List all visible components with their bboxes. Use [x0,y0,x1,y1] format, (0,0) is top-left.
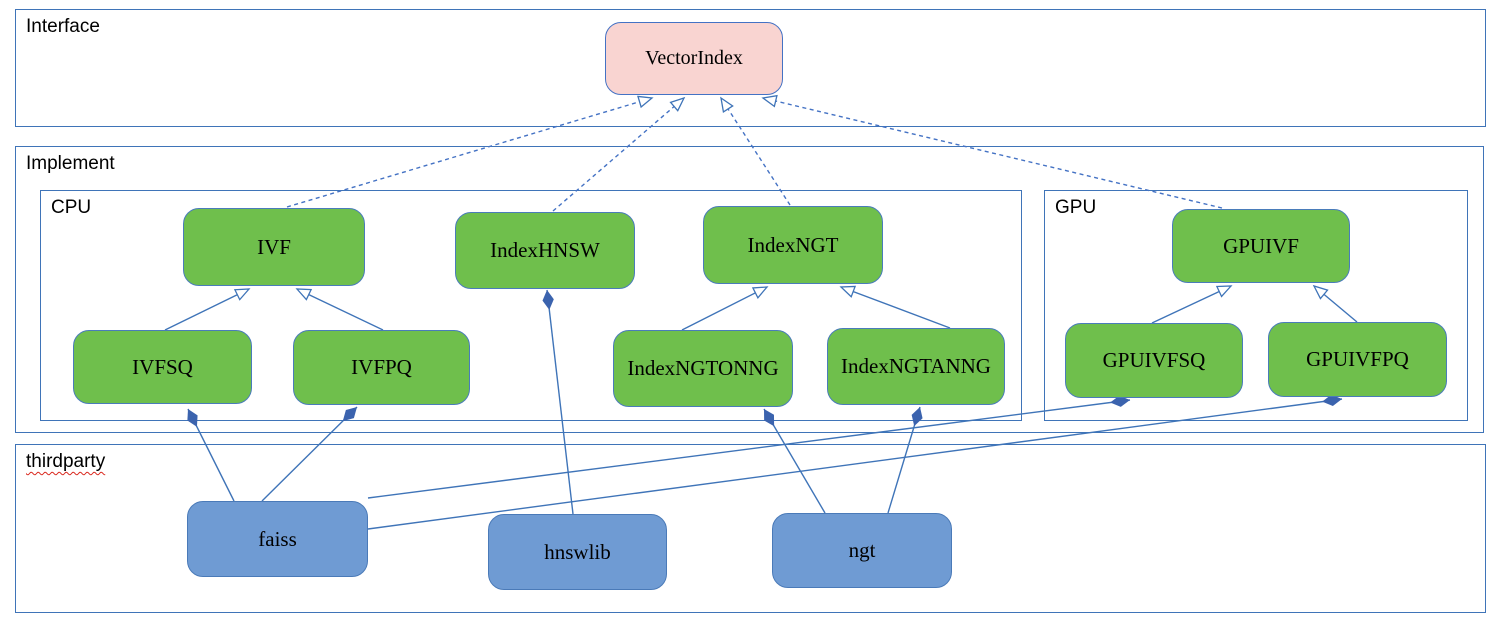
node-vectorindex[interactable]: VectorIndex [605,22,783,95]
node-indexhnsw[interactable]: IndexHNSW [455,212,635,289]
edge-realization-indexngt-vectorindex [720,96,791,206]
edge-generalization-gpuivfsq-gpuivf [1151,285,1233,324]
node-hnswlib[interactable]: hnswlib [488,514,667,590]
container-thirdparty: thirdparty [15,444,1486,613]
edge-composition-ngt-indexngtanng [887,406,923,514]
node-indexngt-label: IndexNGT [747,232,839,257]
container-implement-label: Implement [26,153,115,174]
node-ngt[interactable]: ngt [772,513,952,588]
edge-realization-indexhnsw-vectorindex [552,96,686,212]
node-gpuivfpq-label: GPUIVFPQ [1306,347,1409,371]
node-gpuivfsq-label: GPUIVFSQ [1102,348,1206,372]
container-thirdparty-label: thirdparty [26,451,106,472]
node-gpuivfpq[interactable]: GPUIVFPQ [1268,322,1447,397]
container-interface: Interface [15,9,1486,127]
container-cpu-label: CPU [51,197,92,218]
edge-generalization-ivfpq-ivf [295,288,384,331]
edge-generalization-indexngtanng-indexngt [839,285,951,329]
edge-composition-ngt-indexngtonng [763,408,826,514]
node-gpuivfsq[interactable]: GPUIVFSQ [1065,323,1243,398]
node-faiss[interactable]: faiss [187,501,368,577]
container-interface-label: Interface [26,16,100,37]
node-ivfsq-label: IVFSQ [132,354,193,379]
node-indexngt[interactable]: IndexNGT [703,206,883,284]
node-vectorindex-label: VectorIndex [645,47,743,69]
container-gpu: GPU [1044,190,1468,421]
node-ivf-label: IVF [257,234,291,259]
node-indexngtonng-label: IndexNGTONNG [627,356,779,380]
edge-composition-hnswlib-indexhnsw [542,289,574,515]
node-ivfpq-label: IVFPQ [351,355,412,379]
node-ivfpq[interactable]: IVFPQ [293,330,470,405]
container-implement: Implement [15,146,1484,433]
node-indexhnsw-label: IndexHNSW [490,238,600,262]
node-indexngtanng[interactable]: IndexNGTANNG [827,328,1005,405]
node-gpuivf-label: GPUIVF [1223,233,1299,258]
edge-composition-faiss-gpuivfsq [367,395,1131,499]
edge-composition-faiss-ivfpq [261,406,358,502]
node-indexngtonng[interactable]: IndexNGTONNG [613,330,793,407]
edge-composition-faiss-ivfsq [187,408,235,502]
container-cpu: CPU [40,190,1022,421]
node-hnswlib-label: hnswlib [544,539,611,564]
edge-realization-gpuivf-vectorindex [761,94,1223,209]
node-indexngtanng-label: IndexNGTANNG [841,354,991,378]
edge-composition-faiss-gpuivfpq [367,394,1343,530]
container-gpu-label: GPU [1055,197,1097,218]
node-ivf[interactable]: IVF [183,208,365,286]
edge-generalization-indexngtonng-indexngt [681,286,769,331]
edge-realization-ivf-vectorindex [286,95,654,208]
edge-generalization-gpuivfpq-gpuivf [1312,284,1358,323]
node-faiss-label: faiss [258,526,297,551]
node-ngt-label: ngt [848,538,876,562]
node-ivfsq[interactable]: IVFSQ [73,330,252,404]
node-gpuivf[interactable]: GPUIVF [1172,209,1350,283]
edge-generalization-ivfsq-ivf [164,288,251,331]
